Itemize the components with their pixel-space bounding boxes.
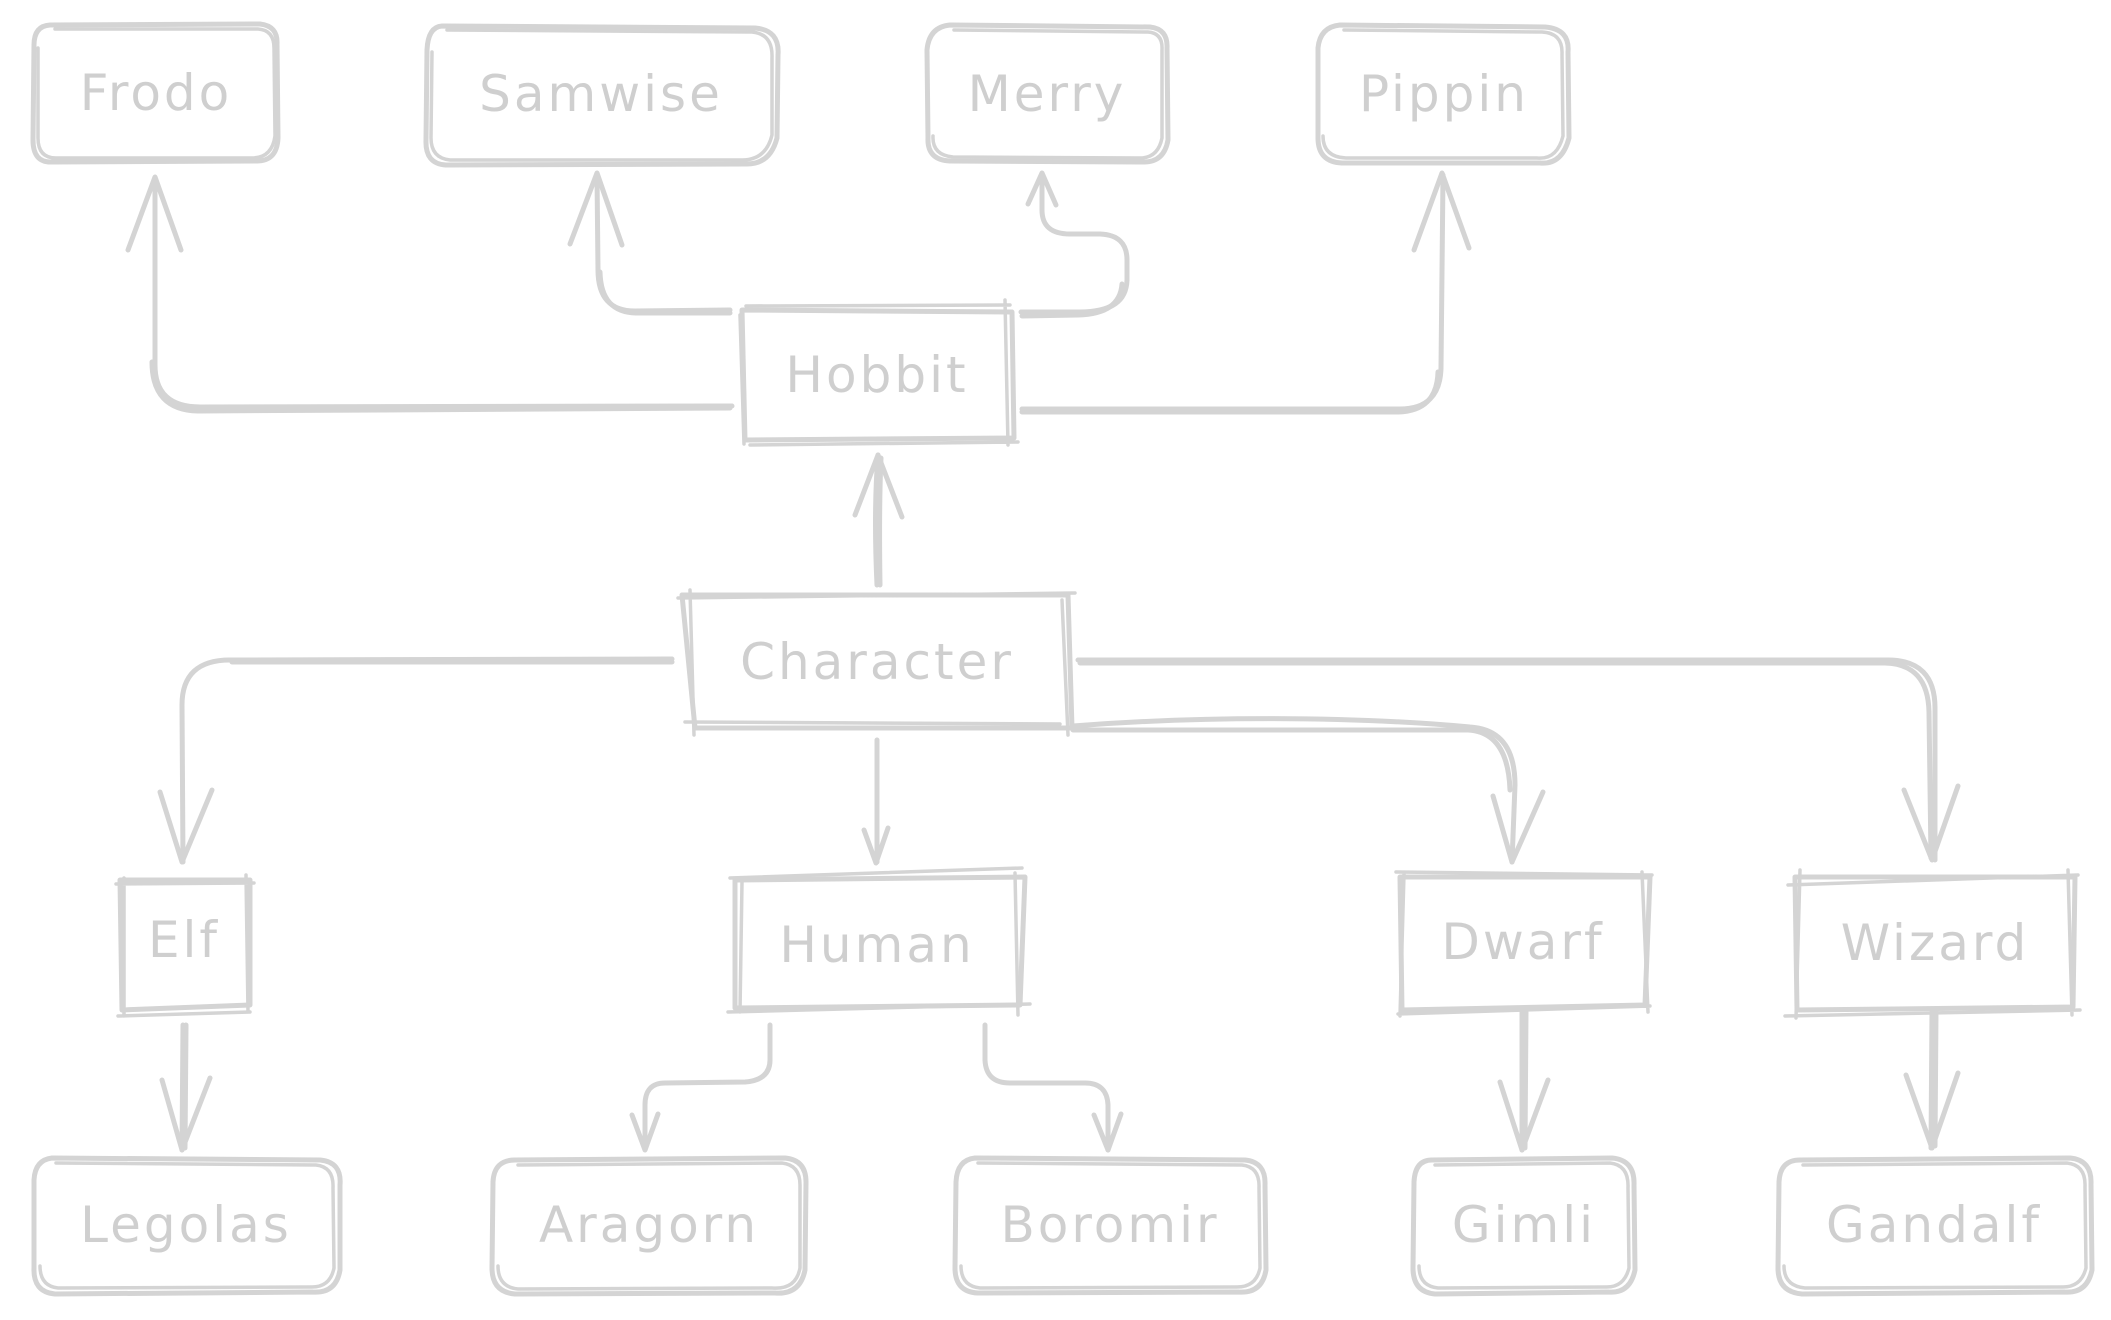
edge-character-dwarf [1070,716,1546,865]
node-label-gimli: Gimli [1452,1196,1596,1254]
edge-hobbit-samwise [567,170,733,316]
node-boromir[interactable]: Boromir [952,1155,1269,1296]
node-label-wizard: Wizard [1841,914,2030,972]
node-label-pippin: Pippin [1359,65,1529,123]
node-label-frodo: Frodo [80,64,233,122]
node-label-hobbit: Hobbit [785,346,968,404]
edge-hobbit-pippin [1019,170,1472,415]
node-label-human: Human [779,916,974,974]
node-label-legolas: Legolas [80,1196,292,1254]
edge-wizard-gandalf [1903,1007,1961,1151]
node-pippin[interactable]: Pippin [1315,22,1572,166]
node-label-merry: Merry [968,65,1127,123]
node-label-dwarf: Dwarf [1441,913,1604,971]
node-frodo[interactable]: Frodo [30,21,281,165]
node-label-aragorn: Aragorn [539,1196,759,1254]
node-character[interactable]: Character [676,588,1077,737]
node-aragorn[interactable]: Aragorn [489,1155,809,1297]
node-legolas[interactable]: Legolas [31,1155,343,1297]
node-wizard[interactable]: Wizard [1783,868,2082,1020]
node-gandalf[interactable]: Gandalf [1775,1155,2095,1297]
connectors [125,170,1961,1153]
node-label-boromir: Boromir [1000,1196,1219,1254]
node-dwarf[interactable]: Dwarf [1394,870,1654,1018]
node-human[interactable]: Human [726,866,1032,1017]
edge-hobbit-merry [1018,170,1130,319]
edge-character-elf [157,656,675,865]
edge-character-wizard [1075,657,1961,863]
edge-hobbit-frodo [125,174,735,414]
edge-character-hobbit [852,452,905,588]
edge-human-aragorn [629,1022,773,1153]
node-gimli[interactable]: Gimli [1410,1155,1638,1297]
node-elf[interactable]: Elf [114,873,256,1018]
node-label-character: Character [740,633,1014,691]
nodes: Frodo Samwise Merry Pippin Hobbit [30,21,2095,1297]
node-label-elf: Elf [148,911,220,969]
edge-human-boromir [982,1022,1124,1153]
node-samwise[interactable]: Samwise [423,23,781,168]
node-label-gandalf: Gandalf [1826,1196,2042,1254]
edge-character-human [861,737,891,866]
node-label-samwise: Samwise [479,65,723,123]
node-merry[interactable]: Merry [924,22,1171,165]
node-hobbit[interactable]: Hobbit [738,298,1020,447]
edge-dwarf-gimli [1497,1007,1551,1153]
edge-elf-legolas [159,1022,213,1153]
